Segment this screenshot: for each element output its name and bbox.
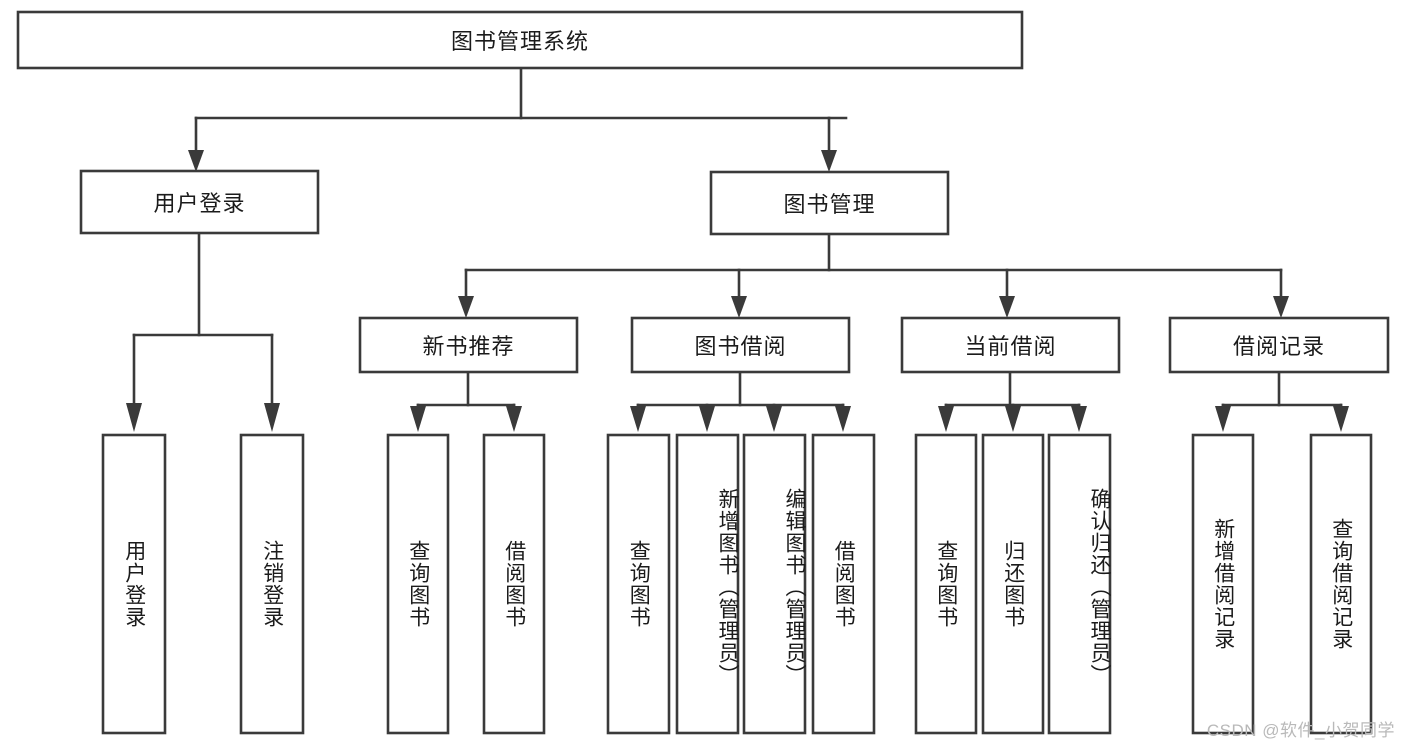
connector-root-to-level1 bbox=[188, 66, 848, 172]
connector-new-book-recommend-to-leaves bbox=[410, 370, 522, 432]
node-current-borrow[interactable] bbox=[900, 316, 1121, 374]
node-leaf-return-books[interactable] bbox=[981, 433, 1045, 735]
connector-current-borrow-to-leaves bbox=[938, 370, 1087, 432]
node-leaf-query-books-borrow[interactable] bbox=[606, 433, 671, 735]
node-leaf-user-login[interactable] bbox=[101, 433, 167, 735]
node-leaf-edit-book-admin[interactable] bbox=[742, 433, 807, 735]
node-leaf-add-borrow-record[interactable] bbox=[1191, 433, 1255, 735]
node-book-borrow[interactable] bbox=[630, 316, 851, 374]
node-user-login[interactable] bbox=[79, 169, 320, 235]
node-book-management[interactable] bbox=[709, 170, 950, 236]
node-leaf-logout[interactable] bbox=[239, 433, 305, 735]
connector-user-login-to-leaves bbox=[126, 231, 280, 432]
connector-borrow-records-to-leaves bbox=[1215, 370, 1349, 432]
node-root-book-management-system[interactable] bbox=[16, 10, 1024, 70]
node-leaf-query-books-recommend[interactable] bbox=[386, 433, 450, 735]
node-leaf-confirm-return-admin[interactable] bbox=[1047, 433, 1112, 735]
node-leaf-add-book-admin[interactable] bbox=[675, 433, 740, 735]
connector-book-management-to-level2 bbox=[458, 232, 1289, 318]
node-borrow-records[interactable] bbox=[1168, 316, 1390, 374]
node-leaf-borrow-books-recommend[interactable] bbox=[482, 433, 546, 735]
node-leaf-query-books-current[interactable] bbox=[914, 433, 978, 735]
connector-book-borrow-to-leaves bbox=[630, 370, 851, 432]
node-new-book-recommend[interactable] bbox=[358, 316, 579, 374]
node-leaf-query-borrow-record[interactable] bbox=[1309, 433, 1373, 735]
node-leaf-borrow-books-borrow[interactable] bbox=[811, 433, 876, 735]
